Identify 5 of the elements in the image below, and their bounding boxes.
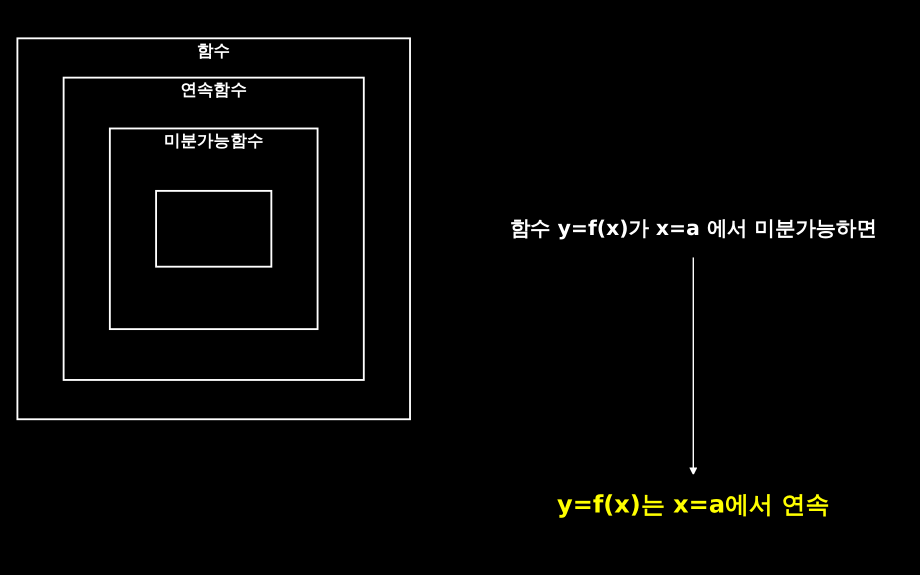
node-text: 함수 y=f(x)가 x=a 에서 미분가능하면 xyxy=(510,217,877,240)
arrow xyxy=(689,257,698,476)
node-text: y=f(x)는 x=a에서 연속 xyxy=(557,491,830,520)
cluster: 미분가능함수 xyxy=(108,128,318,330)
node-box xyxy=(155,190,272,268)
